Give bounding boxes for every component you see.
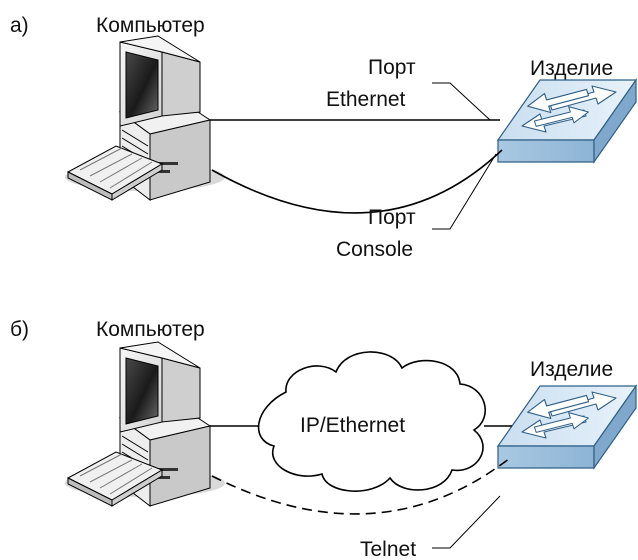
switch-icon <box>497 385 637 469</box>
panel-b-letter: б) <box>10 318 29 341</box>
switch-icon <box>497 79 637 163</box>
panel-a-letter: а) <box>10 14 29 37</box>
device-label-a: Изделие <box>530 57 613 80</box>
telnet-session-path <box>211 457 511 515</box>
console-port-line1: Порт <box>368 206 416 229</box>
telnet-label: Telnet <box>360 538 416 560</box>
console-callout-line <box>432 153 497 230</box>
computer-icon <box>64 341 226 507</box>
ethernet-port-line1: Порт <box>368 56 416 79</box>
computer-label-a: Компьютер <box>96 14 205 37</box>
computer-label-b: Компьютер <box>96 318 205 341</box>
cloud-icon <box>257 351 486 492</box>
device-label-b: Изделие <box>530 358 613 381</box>
cloud-label: IP/Ethernet <box>300 414 405 437</box>
ethernet-port-line2: Ethernet <box>326 88 406 111</box>
telnet-callout-line <box>432 495 501 549</box>
ethernet-callout-line <box>432 82 491 121</box>
computer-icon <box>64 35 226 201</box>
console-port-line2: Console <box>336 238 413 261</box>
console-cable <box>211 149 503 214</box>
